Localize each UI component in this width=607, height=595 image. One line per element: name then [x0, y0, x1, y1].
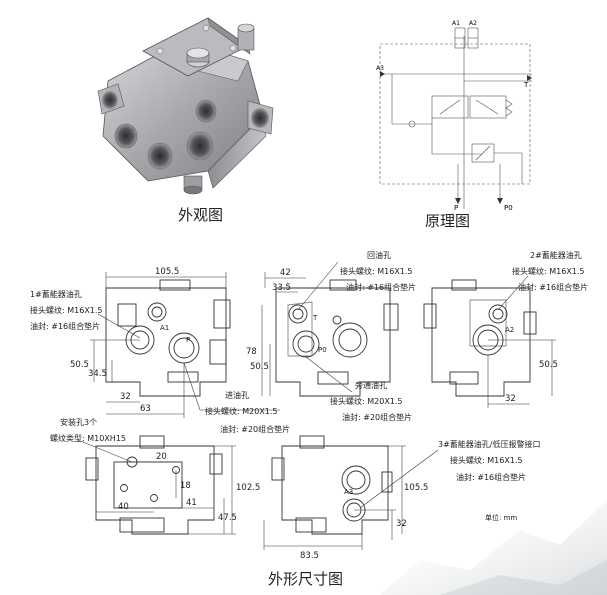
right-port-a2: A2: [505, 326, 514, 334]
dim-front-bottom-1: 32: [120, 392, 131, 402]
dim-front-width: 105.5: [155, 267, 179, 277]
dim-middle-top-1: 42: [280, 268, 291, 278]
inlet-annotation: 进油孔 接头螺纹: M20X1.5 油封: #20组合垫片: [183, 362, 290, 434]
bypass-annotation: 旁通油孔 接头螺纹: M20X1.5 油封: #20组合垫片: [305, 356, 412, 422]
front-title: 1#蓄能器油孔: [30, 289, 82, 299]
dim-front-bottom-2: 63: [140, 404, 151, 414]
front-seal: 油封: #16组合垫片: [30, 321, 100, 331]
dim-mount-20: 20: [156, 452, 167, 462]
front-thread: 接头螺纹: M16X1.5: [30, 305, 103, 315]
caption-dimensions: 外形尺寸图: [268, 570, 344, 588]
front-port-a1: A1: [160, 324, 169, 332]
bottom-seal: 油封: #16组合垫片: [456, 472, 526, 482]
dim-front-h-inner: 34.5: [88, 369, 107, 379]
bottom-view: 105.5 32 83.5 A3 3#蓄能器油孔/低压报警接口 接头螺纹: M1…: [263, 435, 541, 561]
middle-port-p0: P0: [318, 346, 327, 354]
bypass-title: 旁通油孔: [355, 380, 387, 390]
right-thread: 接头螺纹: M16X1.5: [512, 266, 585, 276]
bottom-thread: 接头螺纹: M16X1.5: [450, 455, 523, 465]
dim-front-h-left: 50.5: [70, 360, 89, 370]
bottom-title: 3#蓄能器油孔/低压报警接口: [438, 439, 541, 449]
mount-thread-type: 螺纹类型: M10XH15: [50, 433, 126, 443]
front-view: 105.5 50.5 34.5 32 63 A1 P 1#蓄能器油孔 接头螺纹:…: [30, 267, 231, 418]
schematic-label-a3: A3: [376, 65, 384, 72]
dim-right-h-right: 50.5: [539, 360, 558, 370]
dim-mount-h-total: 102.5: [236, 483, 260, 493]
inlet-seal: 油封: #20组合垫片: [220, 424, 290, 434]
dim-middle-h-total: 78: [246, 347, 257, 357]
schematic-label-a1: A1: [452, 20, 460, 27]
bottom-port-a3: A3: [344, 488, 353, 496]
middle-thread: 接头螺纹: M16X1.5: [340, 266, 413, 276]
mount-view: 20 18 40 41 102.5 47.5 安装孔3个 螺纹类型: M10XH…: [50, 417, 260, 535]
dim-middle-h-left: 50.5: [250, 362, 269, 372]
dim-middle-top-2: 33.5: [272, 283, 291, 293]
dim-mount-40: 40: [118, 502, 129, 512]
caption-exterior: 外观图: [178, 206, 224, 224]
mount-title: 安装孔3个: [60, 417, 97, 427]
schematic-label-a2: A2: [469, 20, 477, 27]
right-seal: 油封: #16组合垫片: [518, 282, 588, 292]
dim-bottom-h-low: 32: [396, 519, 407, 529]
front-port-p: P: [186, 336, 190, 344]
dim-right-bottom: 32: [505, 394, 516, 404]
middle-port-t: T: [312, 314, 318, 322]
right-view: 50.5 32 A2 2#蓄能器油孔 接头螺纹: M16X1.5 油封: #16…: [423, 250, 588, 408]
hydraulic-schematic: A1 A2 A3 T P P0: [376, 20, 532, 210]
inlet-thread: 接头螺纹: M20X1.5: [205, 406, 278, 416]
bypass-thread: 接头螺纹: M20X1.5: [330, 396, 403, 406]
caption-schematic: 原理图: [425, 212, 471, 230]
inlet-title: 进油孔: [225, 390, 249, 400]
middle-seal: 油封: #16组合垫片: [346, 282, 416, 292]
dim-bottom-h-right: 105.5: [404, 483, 428, 493]
dim-mount-41: 41: [186, 498, 197, 508]
unit-note: 单位: mm: [485, 513, 517, 522]
schematic-label-p: P: [454, 204, 458, 210]
middle-view: 42 33.5 78 50.5 T P0 回油孔 接头螺纹: M16X1.5 油…: [246, 250, 416, 397]
right-title: 2#蓄能器油孔: [530, 250, 582, 260]
schematic-label-p0: P0: [504, 204, 513, 210]
dim-mount-h-low: 47.5: [218, 513, 237, 523]
dim-mount-18: 18: [180, 481, 191, 491]
valve-exterior-render: [97, 17, 274, 195]
dim-bottom-width: 83.5: [300, 551, 319, 561]
bypass-seal: 油封: #20组合垫片: [342, 412, 412, 422]
middle-title: 回油孔: [367, 250, 391, 260]
schematic-label-t: T: [523, 81, 529, 89]
